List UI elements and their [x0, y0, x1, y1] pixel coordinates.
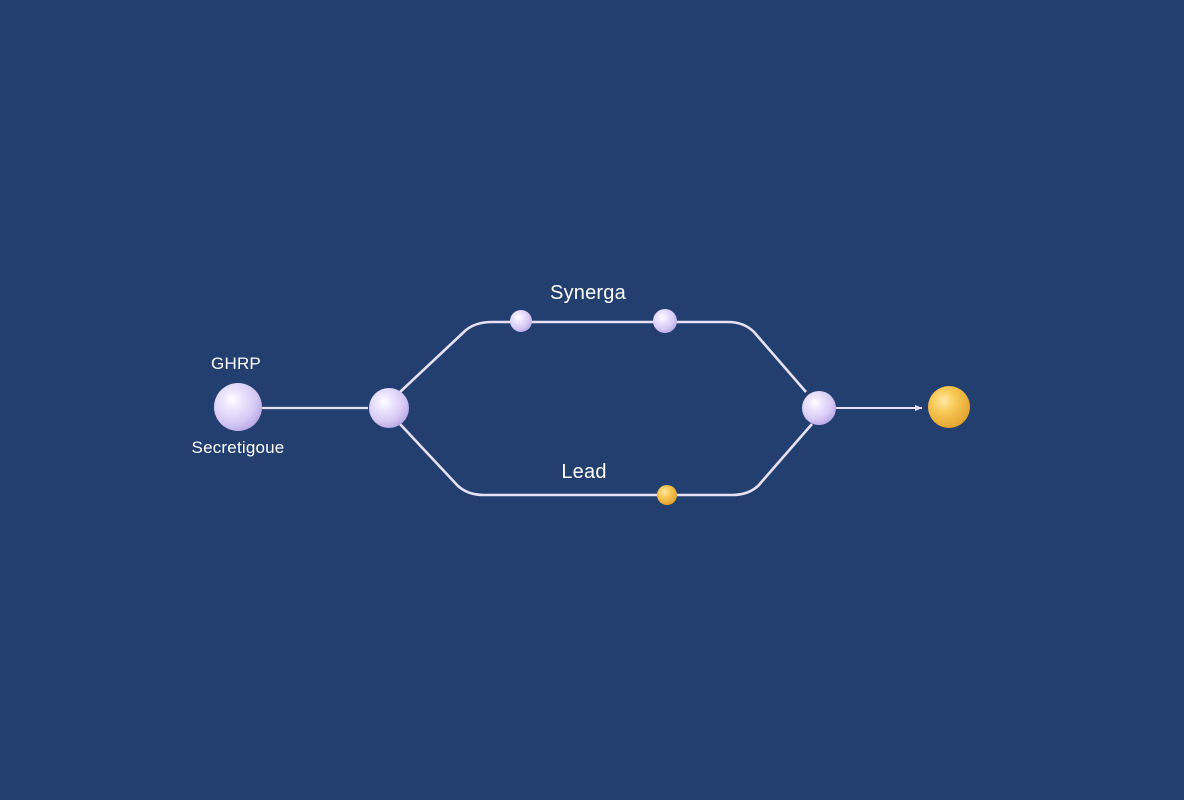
edge-upper-branch	[399, 320, 807, 393]
upper-path-label: Synerga	[550, 282, 626, 304]
end-node[interactable]	[928, 386, 970, 428]
merge-node[interactable]	[802, 391, 836, 425]
start-node[interactable]	[214, 383, 262, 431]
lower-path-node[interactable]	[657, 485, 677, 505]
start-node-bottom-label: Secretigoue	[191, 438, 285, 457]
upper-path-node-2[interactable]	[653, 309, 677, 333]
start-node-top-label: GHRP	[211, 354, 261, 373]
upper-path-node-1[interactable]	[510, 310, 532, 332]
lower-path-label: Lead	[561, 461, 607, 483]
edge-lower-branch	[399, 423, 813, 497]
split-node[interactable]	[369, 388, 409, 428]
